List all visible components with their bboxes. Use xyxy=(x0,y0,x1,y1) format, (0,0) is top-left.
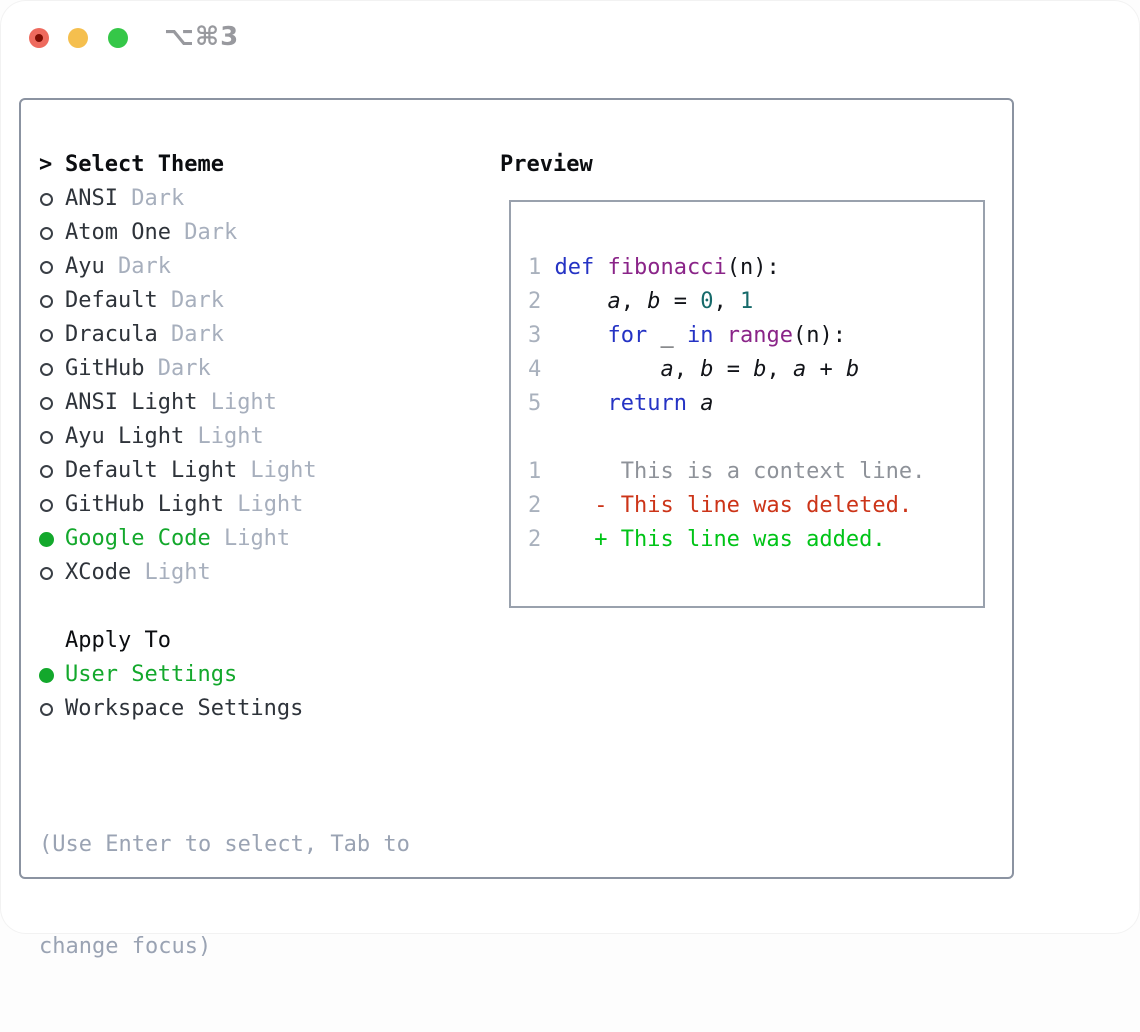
theme-variant: Light xyxy=(223,492,304,517)
theme-label: Atom One xyxy=(65,220,171,245)
radio-icon xyxy=(39,226,65,240)
code-line: 1 This is a context line. xyxy=(528,459,926,484)
theme-variant: Light xyxy=(131,560,211,585)
theme-variant: Dark xyxy=(157,288,224,313)
theme-variant: Light xyxy=(197,390,277,415)
theme-label: GitHub xyxy=(65,356,145,381)
theme-label: GitHub Light xyxy=(65,492,224,517)
theme-label: Default xyxy=(65,288,158,313)
code-line: 2 - This line was deleted. xyxy=(528,493,913,518)
radio-icon xyxy=(39,702,65,716)
radio-icon xyxy=(39,430,65,444)
spacer xyxy=(39,726,410,760)
code-line: 2 + This line was added. xyxy=(528,527,886,552)
zoom-button[interactable] xyxy=(108,28,128,48)
radio-icon xyxy=(39,192,65,206)
theme-label: Ayu Light xyxy=(65,424,185,449)
window-title: ⌥⌘3 xyxy=(164,22,240,52)
preview-header: Preview xyxy=(500,152,593,177)
theme-option-xcode[interactable]: XCode Light xyxy=(39,556,410,590)
apply-option-user-settings[interactable]: User Settings xyxy=(39,658,410,692)
apply-option-workspace-settings[interactable]: Workspace Settings xyxy=(39,692,410,726)
theme-variant: Dark xyxy=(170,220,238,245)
minimize-button[interactable] xyxy=(68,28,88,48)
radio-icon xyxy=(39,498,65,512)
radio-icon xyxy=(39,294,65,308)
code-line: 3 for _ in range(n): xyxy=(528,323,846,348)
theme-option-default-light[interactable]: Default Light Light xyxy=(39,454,410,488)
theme-label: ANSI Light xyxy=(65,390,198,415)
theme-option-ayu[interactable]: Ayu Dark xyxy=(39,250,410,284)
apply-to-header: Apply To xyxy=(39,624,410,658)
theme-label: Default Light xyxy=(65,458,238,483)
theme-label: Ayu xyxy=(65,254,105,279)
cursor-prefix: > xyxy=(39,152,53,177)
hint-text: (Use Enter to select, Tab to change focu… xyxy=(39,760,410,1032)
theme-option-default[interactable]: Default Dark xyxy=(39,284,410,318)
theme-option-atom-one[interactable]: Atom One Dark xyxy=(39,216,410,250)
hint-line-2: change focus) xyxy=(39,934,212,959)
theme-variant: Light xyxy=(237,458,317,483)
radio-selected-icon xyxy=(39,667,65,683)
theme-option-github[interactable]: GitHub Dark xyxy=(39,352,410,386)
theme-label: ANSI xyxy=(65,186,118,211)
theme-variant: Light xyxy=(210,526,291,551)
theme-variant: Light xyxy=(184,424,264,449)
theme-label: Google Code xyxy=(65,526,211,551)
apply-to-title: Apply To xyxy=(65,628,171,653)
theme-variant: Dark xyxy=(117,186,185,211)
radio-icon xyxy=(39,464,65,478)
radio-icon xyxy=(39,260,65,274)
select-theme-header: > Select Theme xyxy=(39,148,410,182)
code-preview: 1 def fibonacci(n): 2 a, b = 0, 1 3 for _ … xyxy=(511,202,983,557)
radio-selected-icon xyxy=(39,531,65,547)
apply-option-label: Workspace Settings xyxy=(65,696,304,721)
hint-line-1: (Use Enter to select, Tab to xyxy=(39,832,410,857)
radio-icon xyxy=(39,566,65,580)
close-dot-icon xyxy=(35,34,43,42)
close-button[interactable] xyxy=(29,28,49,48)
theme-label: XCode xyxy=(65,560,132,585)
theme-option-ansi-light[interactable]: ANSI Light Light xyxy=(39,386,410,420)
theme-option-ansi[interactable]: ANSI Dark xyxy=(39,182,410,216)
theme-variant: Dark xyxy=(157,322,224,347)
theme-label: Dracula xyxy=(65,322,158,347)
theme-option-ayu-light[interactable]: Ayu Light Light xyxy=(39,420,410,454)
radio-icon xyxy=(39,396,65,410)
theme-option-github-light[interactable]: GitHub Light Light xyxy=(39,488,410,522)
theme-variant: Dark xyxy=(144,356,211,381)
preview-box: 1 def fibonacci(n): 2 a, b = 0, 1 3 for _ … xyxy=(509,200,985,608)
radio-icon xyxy=(39,362,65,376)
radio-icon xyxy=(39,328,65,342)
select-theme-title: Select Theme xyxy=(65,152,224,177)
code-line: 4 a, b = b, a + b xyxy=(528,357,860,382)
spacer xyxy=(39,590,410,624)
theme-option-dracula[interactable]: Dracula Dark xyxy=(39,318,410,352)
code-line: 1 def fibonacci(n): xyxy=(528,255,780,280)
code-line xyxy=(528,421,983,455)
theme-variant: Dark xyxy=(104,254,171,279)
apply-option-label: User Settings xyxy=(65,662,238,687)
theme-option-google-code[interactable]: Google Code Light xyxy=(39,522,410,556)
code-line: 5 return a xyxy=(528,391,714,416)
code-line: 2 a, b = 0, 1 xyxy=(528,289,754,314)
